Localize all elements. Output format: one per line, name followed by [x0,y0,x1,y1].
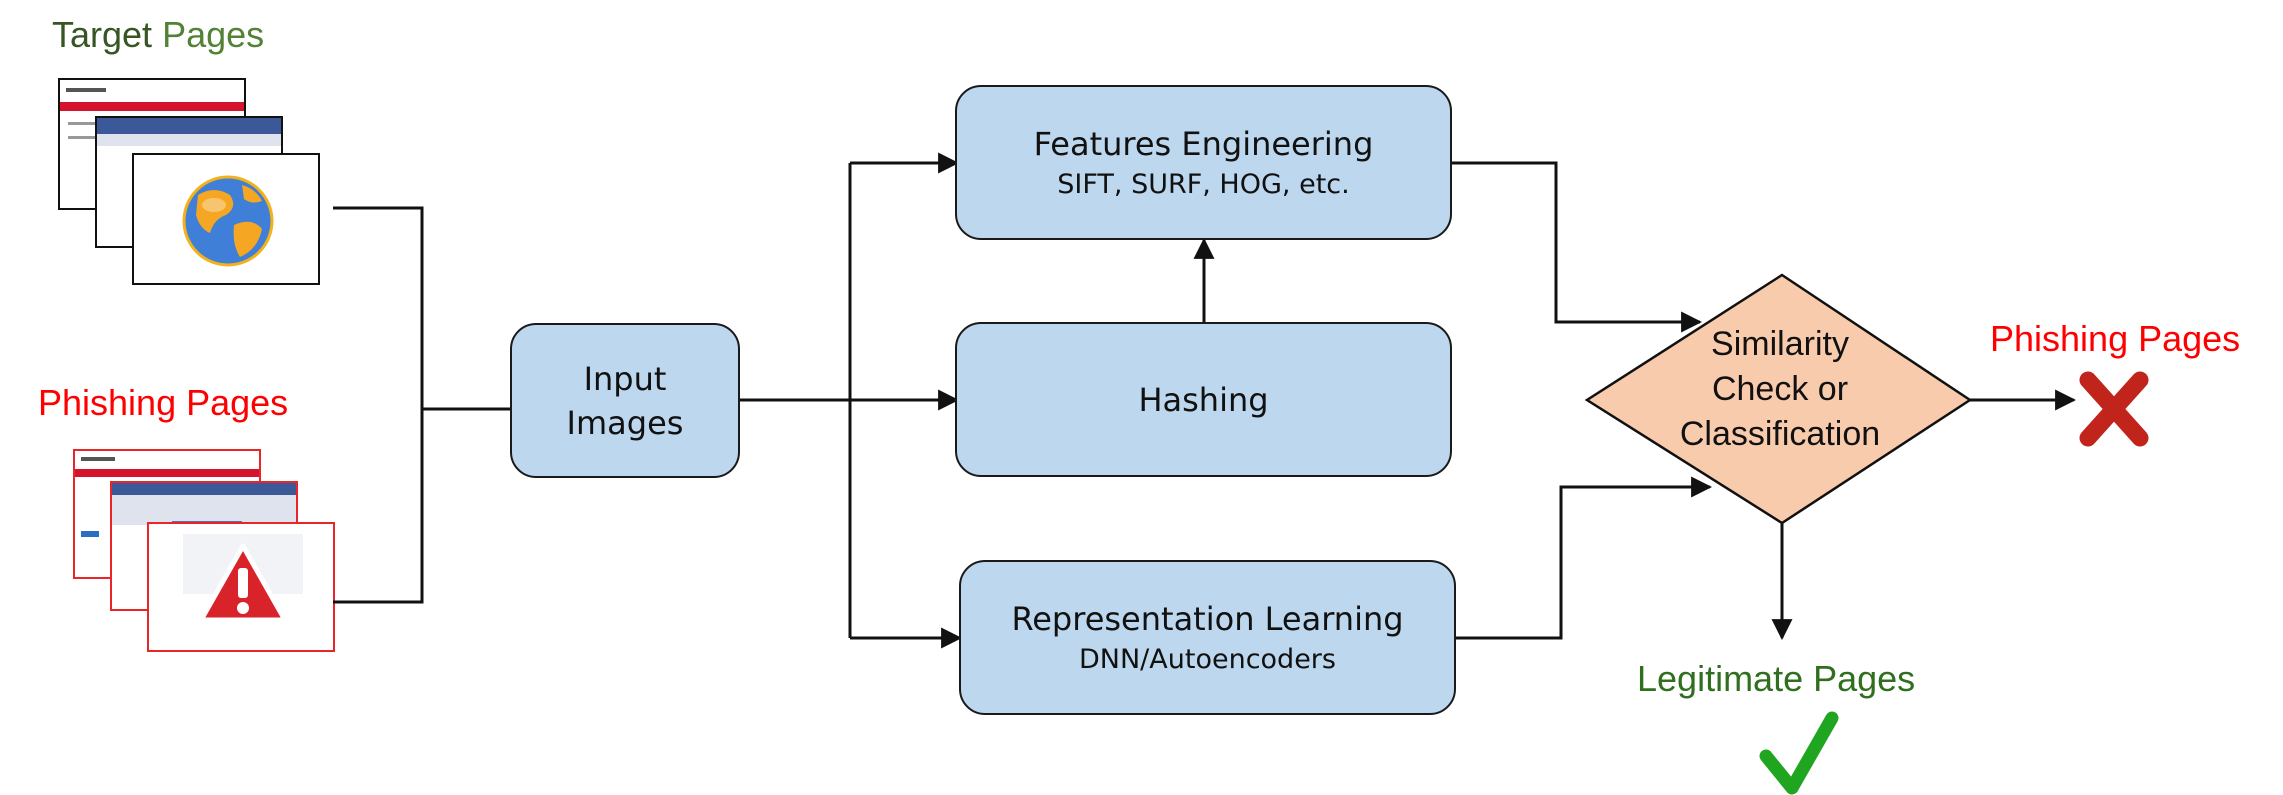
decision-line3: Classification [1679,415,1881,453]
target-word: Target [52,14,153,55]
warning-icon [198,543,288,623]
legitimate-result-label: Legitimate Pages [1637,658,1916,699]
check-icon [1759,711,1839,795]
input-images-node: Input Images [510,323,740,478]
hashing-title: Hashing [1138,380,1269,419]
phishing-result-label: Phishing Pages [1990,318,2241,359]
features-title: Features Engineering [1033,124,1374,163]
features-engineering-node: Features Engineering SIFT, SURF, HOG, et… [955,85,1452,240]
features-subtitle: SIFT, SURF, HOG, etc. [1057,168,1350,200]
pages-word: Pages [162,14,265,55]
phishing-to-input-connector [333,409,424,604]
representation-learning-node: Representation Learning DNN/Autoencoders [959,560,1456,715]
input-line1: Input [583,359,667,398]
decision-diamond [1584,273,1973,525]
target-to-input-connector [333,206,510,411]
input-line2: Images [566,403,684,442]
phishing-pages-label: Phishing Pages [38,382,289,423]
globe-icon [182,175,274,267]
target-pages-label: Target Pages [52,14,264,56]
representation-subtitle: DNN/Autoencoders [1079,643,1336,675]
cross-icon [2079,371,2149,447]
arrow-features-to-decision [1452,161,1703,333]
phishing-page-thumbnail [147,522,335,652]
decision-line1: Similarity [1711,325,1849,363]
decision-line2: Check or [1711,370,1849,408]
arrow-representation-to-decision [1456,476,1713,640]
target-page-thumbnail [132,153,320,285]
representation-title: Representation Learning [1011,599,1404,638]
decision-label: Similarity Check or Classification [1640,322,1920,457]
hashing-node: Hashing [955,322,1452,477]
